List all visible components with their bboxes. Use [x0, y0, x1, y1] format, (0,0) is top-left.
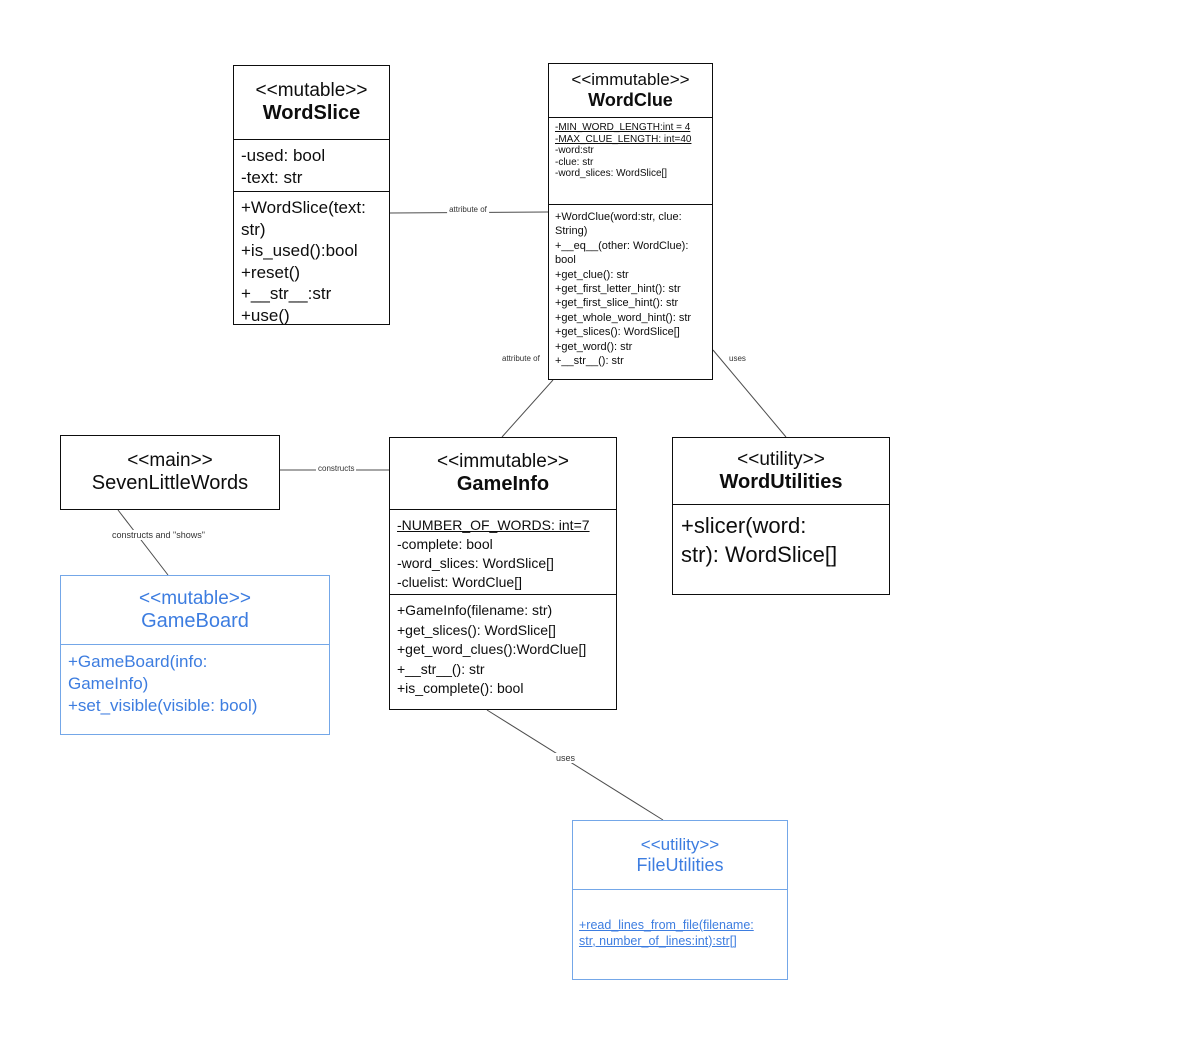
attribute-line: -used: bool — [241, 146, 326, 165]
methods-compartment: +GameBoard(info: GameInfo) +set_visible(… — [61, 644, 329, 734]
attribute-line: -NUMBER_OF_WORDS: int=7 — [397, 517, 590, 533]
edge-label-attribute-of-1: attribute of — [447, 205, 489, 215]
attribute-line: -clue: str — [555, 156, 594, 168]
class-header: <<utility>> FileUtilities — [573, 821, 787, 889]
class-wordutilities[interactable]: <<utility>> WordUtilities +slicer(word: … — [672, 437, 890, 595]
class-header: <<mutable>> WordSlice — [234, 66, 389, 139]
method-line: +get_word_clues():WordClue[] — [397, 641, 587, 657]
class-stereotype: <<utility>> — [737, 448, 825, 470]
attributes-compartment: -NUMBER_OF_WORDS: int=7 -complete: bool … — [390, 509, 616, 594]
method-line: +slicer(word: str): WordSlice[] — [681, 513, 838, 567]
class-wordclue[interactable]: <<immutable>> WordClue -MIN_WORD_LENGTH:… — [548, 63, 713, 380]
attribute-line: -cluelist: WordClue[] — [397, 574, 523, 590]
class-sevenlittlewords[interactable]: <<main>> SevenLittleWords — [60, 435, 280, 510]
class-fileutilities[interactable]: <<utility>> FileUtilities +read_lines_fr… — [572, 820, 788, 980]
methods-compartment: +WordClue(word:str, clue: String) +__eq_… — [549, 204, 712, 379]
method-line: +is_used():bool — [241, 241, 358, 260]
method-line: +read_lines_from_file(filename: str, num… — [579, 918, 754, 948]
attributes-compartment: -used: bool -text: str — [234, 139, 389, 191]
class-wordslice[interactable]: <<mutable>> WordSlice -used: bool -text:… — [233, 65, 390, 325]
connector-gameinfo-fileutilities — [486, 709, 664, 821]
connector-sevenlittlewords-gameboard — [117, 509, 169, 576]
attribute-line: -MAX_CLUE_LENGTH: int=40 — [555, 133, 692, 145]
class-stereotype: <<immutable>> — [436, 451, 570, 472]
methods-compartment: +slicer(word: str): WordSlice[] — [673, 504, 889, 594]
method-line: +get_word(): str — [555, 340, 633, 353]
methods-compartment: +GameInfo(filename: str) +get_slices(): … — [390, 594, 616, 709]
methods-compartment: +read_lines_from_file(filename: str, num… — [573, 889, 787, 979]
method-line: +__str__:str — [241, 284, 332, 303]
method-line: +is_complete(): bool — [397, 680, 524, 696]
class-gameinfo[interactable]: <<immutable>> GameInfo -NUMBER_OF_WORDS:… — [389, 437, 617, 710]
class-header: <<utility>> WordUtilities — [673, 438, 889, 504]
method-line: +get_first_slice_hint(): str — [555, 297, 679, 310]
class-stereotype: <<mutable>> — [139, 587, 251, 609]
attribute-line: -word_slices: WordSlice[] — [397, 555, 554, 571]
methods-compartment: +WordSlice(text: str) +is_used():bool +r… — [234, 191, 389, 324]
edge-label-constructs-and-shows: constructs and "shows" — [110, 530, 207, 540]
class-name: FileUtilities — [636, 854, 724, 875]
edge-label-uses-2: uses — [554, 753, 578, 763]
class-stereotype: <<utility>> — [640, 834, 720, 854]
method-line: +GameInfo(filename: str) — [397, 602, 553, 618]
class-name: GameBoard — [141, 609, 249, 632]
class-header: <<main>> SevenLittleWords — [61, 436, 279, 509]
method-line: +GameBoard(info: GameInfo) — [68, 652, 208, 693]
edge-label-attribute-of-2: attribute of — [500, 354, 542, 364]
class-header: <<immutable>> WordClue — [549, 64, 712, 117]
method-line: +WordSlice(text: str) — [241, 198, 366, 239]
method-line: +reset() — [241, 262, 301, 282]
method-line: +get_whole_word_hint(): str — [555, 311, 692, 324]
attribute-line: -text: str — [241, 168, 303, 187]
attribute-line: -word:str — [555, 145, 594, 157]
method-line: +__eq__(other: WordClue): bool — [555, 239, 689, 267]
method-line: +use() — [241, 305, 290, 325]
class-header: <<mutable>> GameBoard — [61, 576, 329, 644]
method-line: +get_first_letter_hint(): str — [555, 283, 681, 296]
class-name: SevenLittleWords — [91, 472, 249, 494]
method-line: +WordClue(word:str, clue: String) — [555, 211, 682, 238]
edge-label-uses-1: uses — [727, 354, 748, 364]
attribute-line: -word_slices: WordSlice[] — [555, 168, 668, 180]
method-line: +set_visible(visible: bool) — [68, 696, 258, 715]
class-stereotype: <<main>> — [127, 450, 213, 471]
method-line: +__str__(): str — [397, 660, 485, 677]
attribute-line: -complete: bool — [397, 536, 493, 552]
class-stereotype: <<mutable>> — [255, 80, 368, 101]
attribute-line: -MIN_WORD_LENGTH:int = 4 — [555, 122, 691, 133]
class-name: WordSlice — [262, 102, 361, 124]
class-name: GameInfo — [456, 473, 550, 495]
method-line: +__str__(): str — [555, 355, 624, 368]
connector-gameinfo-wordclue — [501, 379, 554, 438]
class-name: WordUtilities — [719, 470, 843, 493]
class-name: WordClue — [588, 90, 673, 110]
attributes-compartment: -MIN_WORD_LENGTH:int = 4 -MAX_CLUE_LENGT… — [549, 117, 712, 204]
edge-label-constructs: constructs — [316, 464, 357, 474]
class-header: <<immutable>> GameInfo — [390, 438, 616, 509]
class-stereotype: <<immutable>> — [571, 70, 690, 89]
class-gameboard[interactable]: <<mutable>> GameBoard +GameBoard(info: G… — [60, 575, 330, 735]
method-line: +get_slices(): WordSlice[] — [397, 621, 556, 638]
method-line: +get_slices(): WordSlice[] — [555, 326, 680, 339]
method-line: +get_clue(): str — [555, 268, 629, 281]
connector-wordclue-wordutilities — [712, 349, 787, 438]
